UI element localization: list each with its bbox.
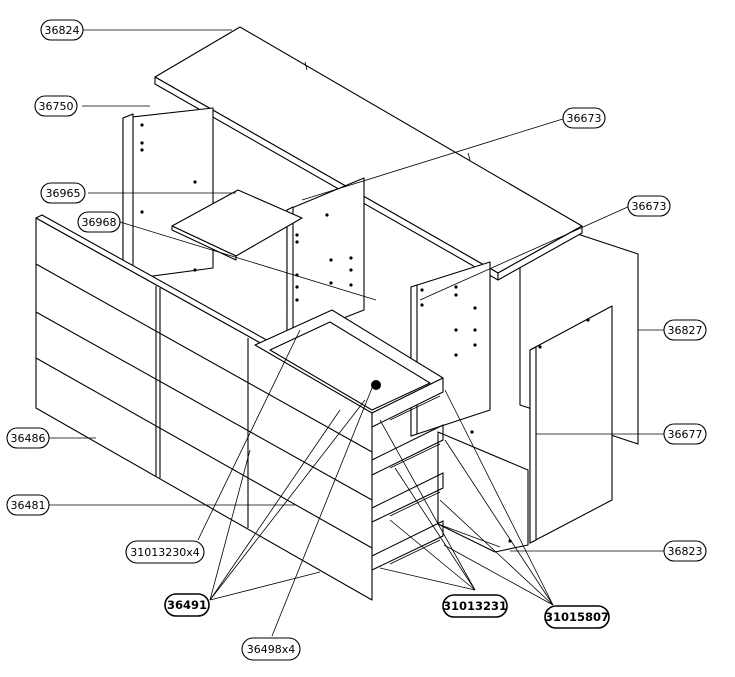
callout-label: 31013230x4 [130, 546, 200, 559]
callout-label: 36968 [82, 216, 117, 229]
callout-label: 36677 [668, 428, 703, 441]
right-divider-panel [410, 261, 491, 437]
callout-label: 36481 [11, 499, 46, 512]
callout-label: 36965 [46, 187, 81, 200]
callout-label: 36750 [39, 100, 74, 113]
callout-label: 36827 [668, 324, 703, 337]
callout-label: 31015807 [545, 610, 609, 624]
callout-drawer-slide-set: 31013230x4 [125, 540, 205, 564]
bottom-panel [437, 431, 529, 553]
shelf-panel [171, 189, 303, 261]
callout-label: 36824 [45, 24, 80, 37]
callout-upper-divider-right: 36673 [562, 107, 606, 129]
callout-top-panel: 36824 [40, 19, 84, 41]
left-side-panel [122, 107, 214, 281]
callout-front-doors: 36486 [6, 427, 50, 449]
drawer-boxes [254, 309, 444, 571]
callout-right-side-panel: 36677 [663, 423, 707, 445]
callout-label: 36673 [632, 200, 667, 213]
callout-label: 36823 [668, 545, 703, 558]
callout-label: 36491 [167, 598, 207, 612]
callout-left-side-panel: 36750 [34, 95, 78, 117]
callout-lower-divider-right: 36673 [627, 195, 671, 217]
callout-drawer-fronts: 36481 [6, 494, 50, 516]
callout-label: 31013231 [443, 599, 507, 613]
callout-drawer-base: 36498x4 [241, 637, 301, 661]
top-panel [154, 26, 583, 281]
callout-shelf: 36965 [40, 182, 86, 204]
callout-knob: 36491 [164, 593, 210, 617]
callout-drawer-box: 31015807 [544, 605, 610, 629]
callout-label: 36498x4 [247, 643, 296, 656]
leader-lines [49, 29, 666, 637]
callout-partition: 36968 [77, 211, 121, 233]
callout-bottom-panel: 36823 [663, 540, 707, 562]
callout-runner-hardware: 31013231 [442, 594, 508, 618]
callout-label: 36673 [567, 112, 602, 125]
right-side-panel [529, 305, 613, 544]
knob-marker [371, 380, 381, 390]
callout-label: 36486 [11, 432, 46, 445]
callout-back-panel: 36827 [663, 319, 707, 341]
